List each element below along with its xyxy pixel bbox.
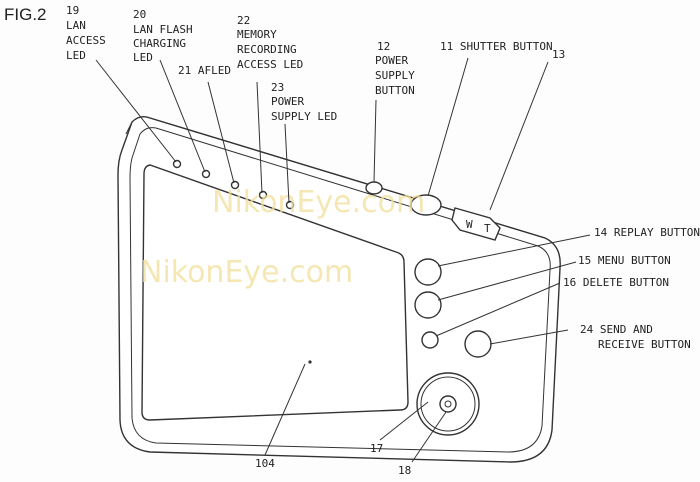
svg-text:RECORDING: RECORDING bbox=[237, 43, 297, 56]
label-13-zoom-lever: 13 bbox=[552, 48, 565, 61]
label-14-replay-button: 14 REPLAY BUTTON bbox=[594, 226, 700, 239]
svg-text:LED: LED bbox=[66, 49, 86, 62]
label-22-memory-recording-access-led: 22 MEMORY RECORDING ACCESS LED bbox=[237, 14, 303, 71]
zoom-lever[interactable]: W T bbox=[451, 207, 501, 241]
label-15-menu-button: 15 MENU BUTTON bbox=[578, 254, 671, 267]
svg-text:19: 19 bbox=[66, 4, 79, 17]
svg-text:22: 22 bbox=[237, 14, 250, 27]
shutter-button[interactable] bbox=[410, 194, 442, 216]
label-104-screen: 104 bbox=[255, 457, 275, 470]
svg-text:CHARGING: CHARGING bbox=[133, 37, 186, 50]
watermark-center: NikonEye.com bbox=[140, 255, 353, 290]
replay-button[interactable] bbox=[414, 258, 442, 286]
led-power-supply bbox=[285, 200, 295, 210]
leader-lines bbox=[95, 57, 591, 463]
menu-button[interactable] bbox=[414, 291, 442, 319]
label-21-afled: 21 AFLED bbox=[178, 64, 231, 77]
svg-text:17: 17 bbox=[370, 442, 383, 455]
svg-text:SUPPLY LED: SUPPLY LED bbox=[271, 110, 337, 123]
led-af bbox=[230, 180, 240, 190]
led-lan-flash-charging bbox=[201, 169, 211, 179]
label-17-dial: 17 bbox=[370, 442, 383, 455]
svg-text:11 SHUTTER BUTTON: 11 SHUTTER BUTTON bbox=[440, 40, 553, 53]
zoom-t-label: T bbox=[484, 222, 491, 235]
svg-text:18: 18 bbox=[398, 464, 411, 477]
svg-text:20: 20 bbox=[133, 8, 146, 21]
send-receive-button[interactable] bbox=[464, 330, 492, 358]
watermark-top: NikonEye.com bbox=[212, 185, 425, 220]
label-20-lan-flash-charging-led: 20 LAN FLASH CHARGING LED bbox=[133, 8, 193, 64]
label-19-lan-access-led: 19 LAN ACCESS LED bbox=[66, 4, 106, 62]
control-dial[interactable] bbox=[416, 372, 480, 436]
svg-text:LAN FLASH: LAN FLASH bbox=[133, 23, 193, 36]
svg-text:ACCESS: ACCESS bbox=[66, 34, 106, 47]
zoom-w-label: W bbox=[466, 218, 473, 231]
svg-text:LED: LED bbox=[133, 51, 153, 64]
svg-text:21 AFLED: 21 AFLED bbox=[178, 64, 231, 77]
led-lan-access bbox=[172, 159, 182, 169]
svg-text:24 SEND AND: 24 SEND AND bbox=[580, 323, 653, 336]
label-18-dial-center: 18 bbox=[398, 464, 411, 477]
label-11-shutter-button: 11 SHUTTER BUTTON bbox=[440, 40, 553, 53]
svg-text:SUPPLY: SUPPLY bbox=[375, 69, 415, 82]
camera-body-inner bbox=[129, 127, 551, 453]
led-memory-access bbox=[258, 190, 268, 200]
svg-text:104: 104 bbox=[255, 457, 275, 470]
svg-text:23: 23 bbox=[271, 81, 284, 94]
svg-text:12: 12 bbox=[377, 40, 390, 53]
screen-center-mark bbox=[308, 360, 312, 364]
svg-text:14 REPLAY BUTTON: 14 REPLAY BUTTON bbox=[594, 226, 700, 239]
label-24-send-receive-button: 24 SEND AND RECEIVE BUTTON bbox=[580, 323, 691, 351]
svg-text:13: 13 bbox=[552, 48, 565, 61]
label-16-delete-button: 16 DELETE BUTTON bbox=[563, 276, 669, 289]
svg-text:BUTTON: BUTTON bbox=[375, 84, 415, 97]
svg-text:POWER: POWER bbox=[375, 54, 408, 67]
svg-text:MEMORY: MEMORY bbox=[237, 28, 277, 41]
svg-text:POWER: POWER bbox=[271, 95, 304, 108]
lcd-screen bbox=[141, 164, 409, 421]
svg-text:15 MENU BUTTON: 15 MENU BUTTON bbox=[578, 254, 671, 267]
delete-button[interactable] bbox=[421, 331, 439, 349]
svg-text:16 DELETE BUTTON: 16 DELETE BUTTON bbox=[563, 276, 669, 289]
svg-text:RECEIVE BUTTON: RECEIVE BUTTON bbox=[598, 338, 691, 351]
svg-text:LAN: LAN bbox=[66, 19, 86, 32]
label-12-power-supply-button: 12 POWER SUPPLY BUTTON bbox=[375, 40, 415, 97]
led-row bbox=[172, 159, 295, 210]
svg-text:ACCESS LED: ACCESS LED bbox=[237, 58, 303, 71]
dial-center-button[interactable] bbox=[439, 395, 457, 413]
figure-label: FIG.2 bbox=[4, 5, 47, 24]
label-23-power-supply-led: 23 POWER SUPPLY LED bbox=[271, 81, 337, 123]
